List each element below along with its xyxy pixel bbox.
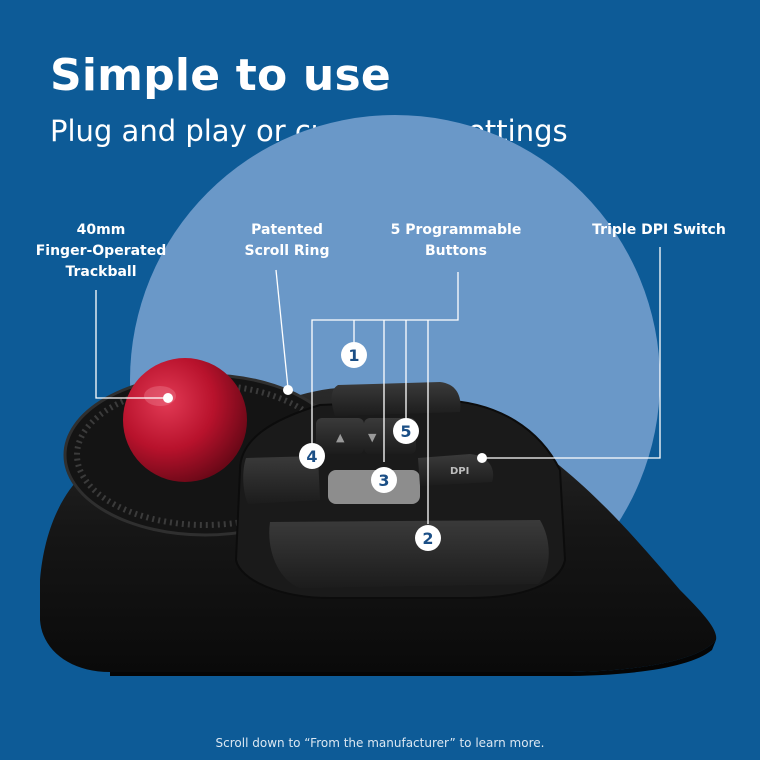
bottom-button bbox=[269, 520, 549, 588]
dpi-leader-line bbox=[482, 247, 661, 459]
callout-buttons-line-2: Buttons bbox=[425, 243, 487, 259]
marker-3: 3 bbox=[371, 467, 397, 493]
mouse-base bbox=[110, 640, 716, 676]
callout-trackball-line-1: 40mm bbox=[76, 222, 126, 238]
marker-1: 1 bbox=[341, 342, 367, 368]
marker-1-label: 1 bbox=[348, 346, 359, 365]
up-arrow-icon: ▲ bbox=[336, 431, 345, 444]
callout-scroll-ring-line-2: Scroll Ring bbox=[244, 243, 330, 259]
scroll-ring-pointer-dot bbox=[283, 385, 293, 395]
up-button bbox=[316, 418, 364, 454]
top-button bbox=[331, 382, 461, 416]
callout-trackball: 40mm Finger-Operated Trackball bbox=[26, 220, 176, 283]
marker-4: 4 bbox=[299, 443, 325, 469]
dpi-pointer-dot bbox=[477, 453, 487, 463]
callout-trackball-line-2: Finger-Operated bbox=[35, 243, 167, 259]
page-title: Simple to use bbox=[50, 50, 391, 101]
trackball bbox=[123, 358, 247, 482]
callout-buttons: 5 Programmable Buttons bbox=[366, 220, 546, 262]
marker-4-label: 4 bbox=[306, 447, 317, 466]
buttons-leader-line bbox=[311, 272, 459, 452]
trackball-pointer-dot bbox=[163, 393, 173, 403]
callout-buttons-line-1: 5 Programmable bbox=[390, 222, 522, 238]
marker-2-label: 2 bbox=[422, 529, 433, 548]
dpi-button bbox=[418, 454, 494, 486]
scroll-ring-leader-line bbox=[275, 269, 289, 389]
callout-trackball-line-3: Trackball bbox=[65, 264, 137, 280]
trackball-leader-line bbox=[95, 290, 168, 399]
marker-2: 2 bbox=[415, 525, 441, 551]
marker-5-label: 5 bbox=[400, 422, 411, 441]
down-arrow-icon: ▼ bbox=[368, 431, 377, 444]
marker-3-label: 3 bbox=[378, 471, 389, 490]
marker-5: 5 bbox=[393, 418, 419, 444]
footer-note: Scroll down to “From the manufacturer” t… bbox=[215, 736, 545, 750]
left-side-button bbox=[243, 456, 320, 504]
callout-dpi-switch: Triple DPI Switch bbox=[584, 220, 734, 241]
callout-scroll-ring: Patented Scroll Ring bbox=[222, 220, 352, 262]
callout-dpi-line-1: Triple DPI Switch bbox=[592, 222, 726, 238]
callout-scroll-ring-line-1: Patented bbox=[251, 222, 323, 238]
dpi-label: DPI bbox=[450, 466, 469, 477]
